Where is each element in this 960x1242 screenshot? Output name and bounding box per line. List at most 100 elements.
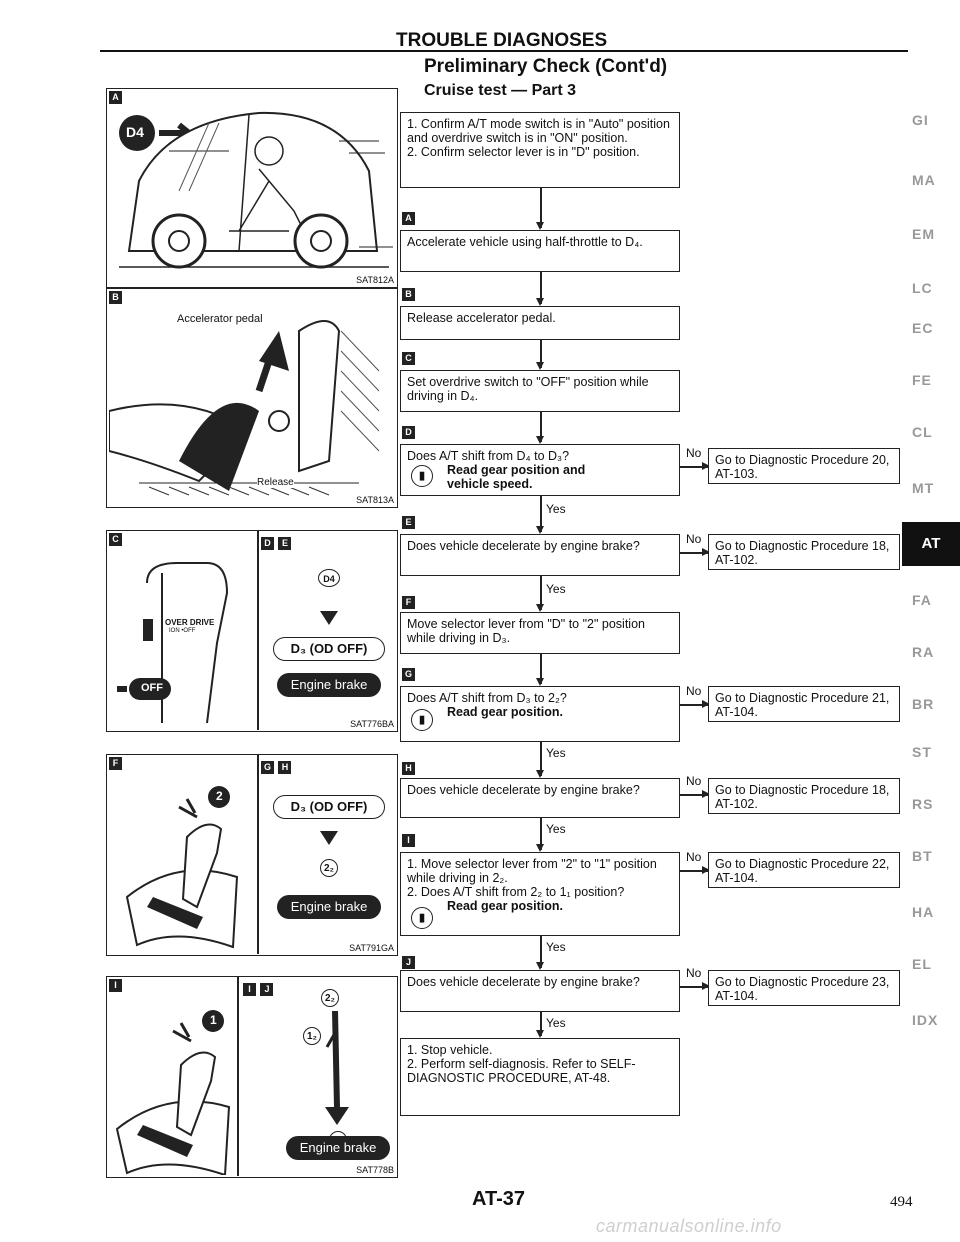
panel-de-tags: D E — [261, 533, 292, 551]
step-d-instruction: Read gear position and vehicle speed. — [447, 463, 586, 491]
step-j-tag: J — [402, 956, 415, 969]
yes-label: Yes — [546, 746, 566, 760]
gear-d4-icon: D4 — [318, 569, 340, 587]
step-h-tag: H — [402, 762, 415, 775]
gear-12-icon: 1₂ — [303, 1027, 321, 1045]
panel-ij-tags: I J — [243, 979, 274, 997]
step-i-instruction: Read gear position. — [447, 899, 563, 913]
step-j-no-box: Go to Diagnostic Procedure 23, AT-104. — [708, 970, 900, 1006]
panel-ij-code: SAT778B — [356, 1165, 394, 1175]
gear-22-icon: 2₂ — [320, 859, 338, 877]
pedal-illustration — [109, 320, 380, 496]
sidebar-item-mt[interactable]: MT — [912, 480, 935, 496]
gear-22-icon: 2₂ — [321, 989, 339, 1007]
flow-arrow — [537, 496, 543, 534]
od-switch-sublabel: ION •OFF — [169, 628, 196, 634]
sidebar-item-ra[interactable]: RA — [912, 644, 935, 660]
step-d-no-label: No — [686, 446, 702, 460]
step-c-tag: C — [402, 352, 415, 365]
sidebar-item-el[interactable]: EL — [912, 956, 932, 972]
step-j-no-label: No — [686, 966, 702, 980]
panel-i2-tag: I — [243, 983, 256, 996]
selector-lever-illustration — [125, 786, 239, 949]
panel-gh-tags: G H — [261, 757, 292, 775]
flow-arrow — [537, 742, 543, 778]
sidebar-item-ec[interactable]: EC — [912, 320, 934, 336]
panel-j-tag: J — [260, 983, 274, 996]
car-illustration — [119, 111, 393, 269]
consult-icon: ▮ — [411, 709, 433, 731]
sidebar-item-st[interactable]: ST — [912, 744, 932, 760]
panel-divider — [237, 977, 239, 1176]
yes-label: Yes — [546, 1016, 566, 1030]
panel-h-tag: H — [278, 761, 292, 774]
panel-c-tag: C — [109, 533, 122, 546]
flow-arrow — [537, 654, 543, 686]
end-box: 1. Stop vehicle. 2. Perform self-diagnos… — [400, 1038, 680, 1116]
consult-icon: ▮ — [411, 907, 433, 929]
flow-arrow — [537, 818, 543, 852]
yes-label: Yes — [546, 822, 566, 836]
step-d-tag: D — [402, 426, 415, 439]
flow-arrow — [537, 936, 543, 970]
step-d-box: Does A/T shift from D₄ to D₃? ▮ Read gea… — [400, 444, 680, 496]
sidebar-item-rs[interactable]: RS — [912, 796, 934, 812]
panel-divider — [257, 531, 259, 730]
yes-label: Yes — [546, 940, 566, 954]
panel-g-tag: G — [261, 761, 274, 774]
step-g-question: Does A/T shift from D₃ to 2₂? — [407, 691, 567, 705]
od-switch-label: OVER DRIVE — [165, 618, 215, 627]
sidebar-item-cl[interactable]: CL — [912, 424, 933, 440]
sidebar-item-fa[interactable]: FA — [912, 592, 932, 608]
sidebar-item-bt[interactable]: BT — [912, 848, 933, 864]
flow-arrow — [537, 412, 543, 444]
panel-i-ij: I 1 I J 2₂ 1₂ 1₁ Engine brake SAT778B — [106, 976, 398, 1178]
step-number-2: 2 — [216, 789, 223, 803]
down-arrow-icon — [320, 611, 338, 625]
step-i-no-label: No — [686, 850, 702, 864]
top-rule — [100, 50, 908, 52]
sidebar-item-fe[interactable]: FE — [912, 372, 932, 388]
step-a-tag: A — [402, 212, 415, 225]
sidebar-item-em[interactable]: EM — [912, 226, 935, 242]
page-subtitle: Preliminary Check (Cont'd) — [424, 56, 668, 77]
off-button-label: OFF — [141, 682, 163, 694]
page-title: TROUBLE DIAGNOSES — [396, 30, 608, 51]
step-b-tag: B — [402, 288, 415, 301]
step-g-box: Does A/T shift from D₃ to 2₂? ▮ Read gea… — [400, 686, 680, 742]
sidebar-item-ma[interactable]: MA — [912, 172, 936, 188]
panel-c-de: C OVER DRIVE ION •OFF OFF D E D4 D₃ (OD … — [106, 530, 398, 732]
od-off-pill: D₃ (OD OFF) — [273, 795, 385, 819]
step-i-no-box: Go to Diagnostic Procedure 22, AT-104. — [708, 852, 900, 888]
sidebar-item-at[interactable]: AT — [902, 522, 960, 566]
panel-gh-code: SAT791GA — [349, 943, 394, 953]
sidebar-item-gi[interactable]: GI — [912, 112, 929, 128]
step-a-box: Accelerate vehicle using half-throttle t… — [400, 230, 680, 272]
no-arrow — [680, 549, 710, 555]
step-g-instruction: Read gear position. — [447, 705, 563, 719]
section-title: Cruise test — Part 3 — [424, 82, 577, 99]
step-f-tag: F — [402, 596, 415, 609]
step-g-no-box: Go to Diagnostic Procedure 21, AT-104. — [708, 686, 900, 722]
step-d-question: Does A/T shift from D₄ to D₃? — [407, 449, 570, 463]
panel-a: A D4 SAT812A — [106, 88, 398, 288]
step-b-box: Release accelerator pedal. — [400, 306, 680, 340]
no-arrow — [680, 791, 710, 797]
step-number-1: 1 — [210, 1013, 217, 1027]
step-c-box: Set overdrive switch to "OFF" position w… — [400, 370, 680, 412]
step-f-box: Move selector lever from "D" to "2" posi… — [400, 612, 680, 654]
od-off-pill: D₃ (OD OFF) — [273, 637, 385, 661]
panel-f-tag: F — [109, 757, 122, 770]
no-arrow — [680, 983, 710, 989]
panel-a-code: SAT812A — [356, 275, 394, 285]
page-code: AT-37 — [472, 1188, 525, 1210]
sidebar-item-br[interactable]: BR — [912, 696, 935, 712]
sidebar-item-ha[interactable]: HA — [912, 904, 935, 920]
panel-e-tag: E — [278, 537, 292, 550]
panel-a-tag: A — [109, 91, 122, 104]
flow-arrow — [537, 1012, 543, 1038]
sidebar-item-idx[interactable]: IDX — [912, 1012, 939, 1028]
panel-i-tag: I — [109, 979, 122, 992]
sidebar-item-lc[interactable]: LC — [912, 280, 933, 296]
panel-divider — [257, 755, 259, 954]
